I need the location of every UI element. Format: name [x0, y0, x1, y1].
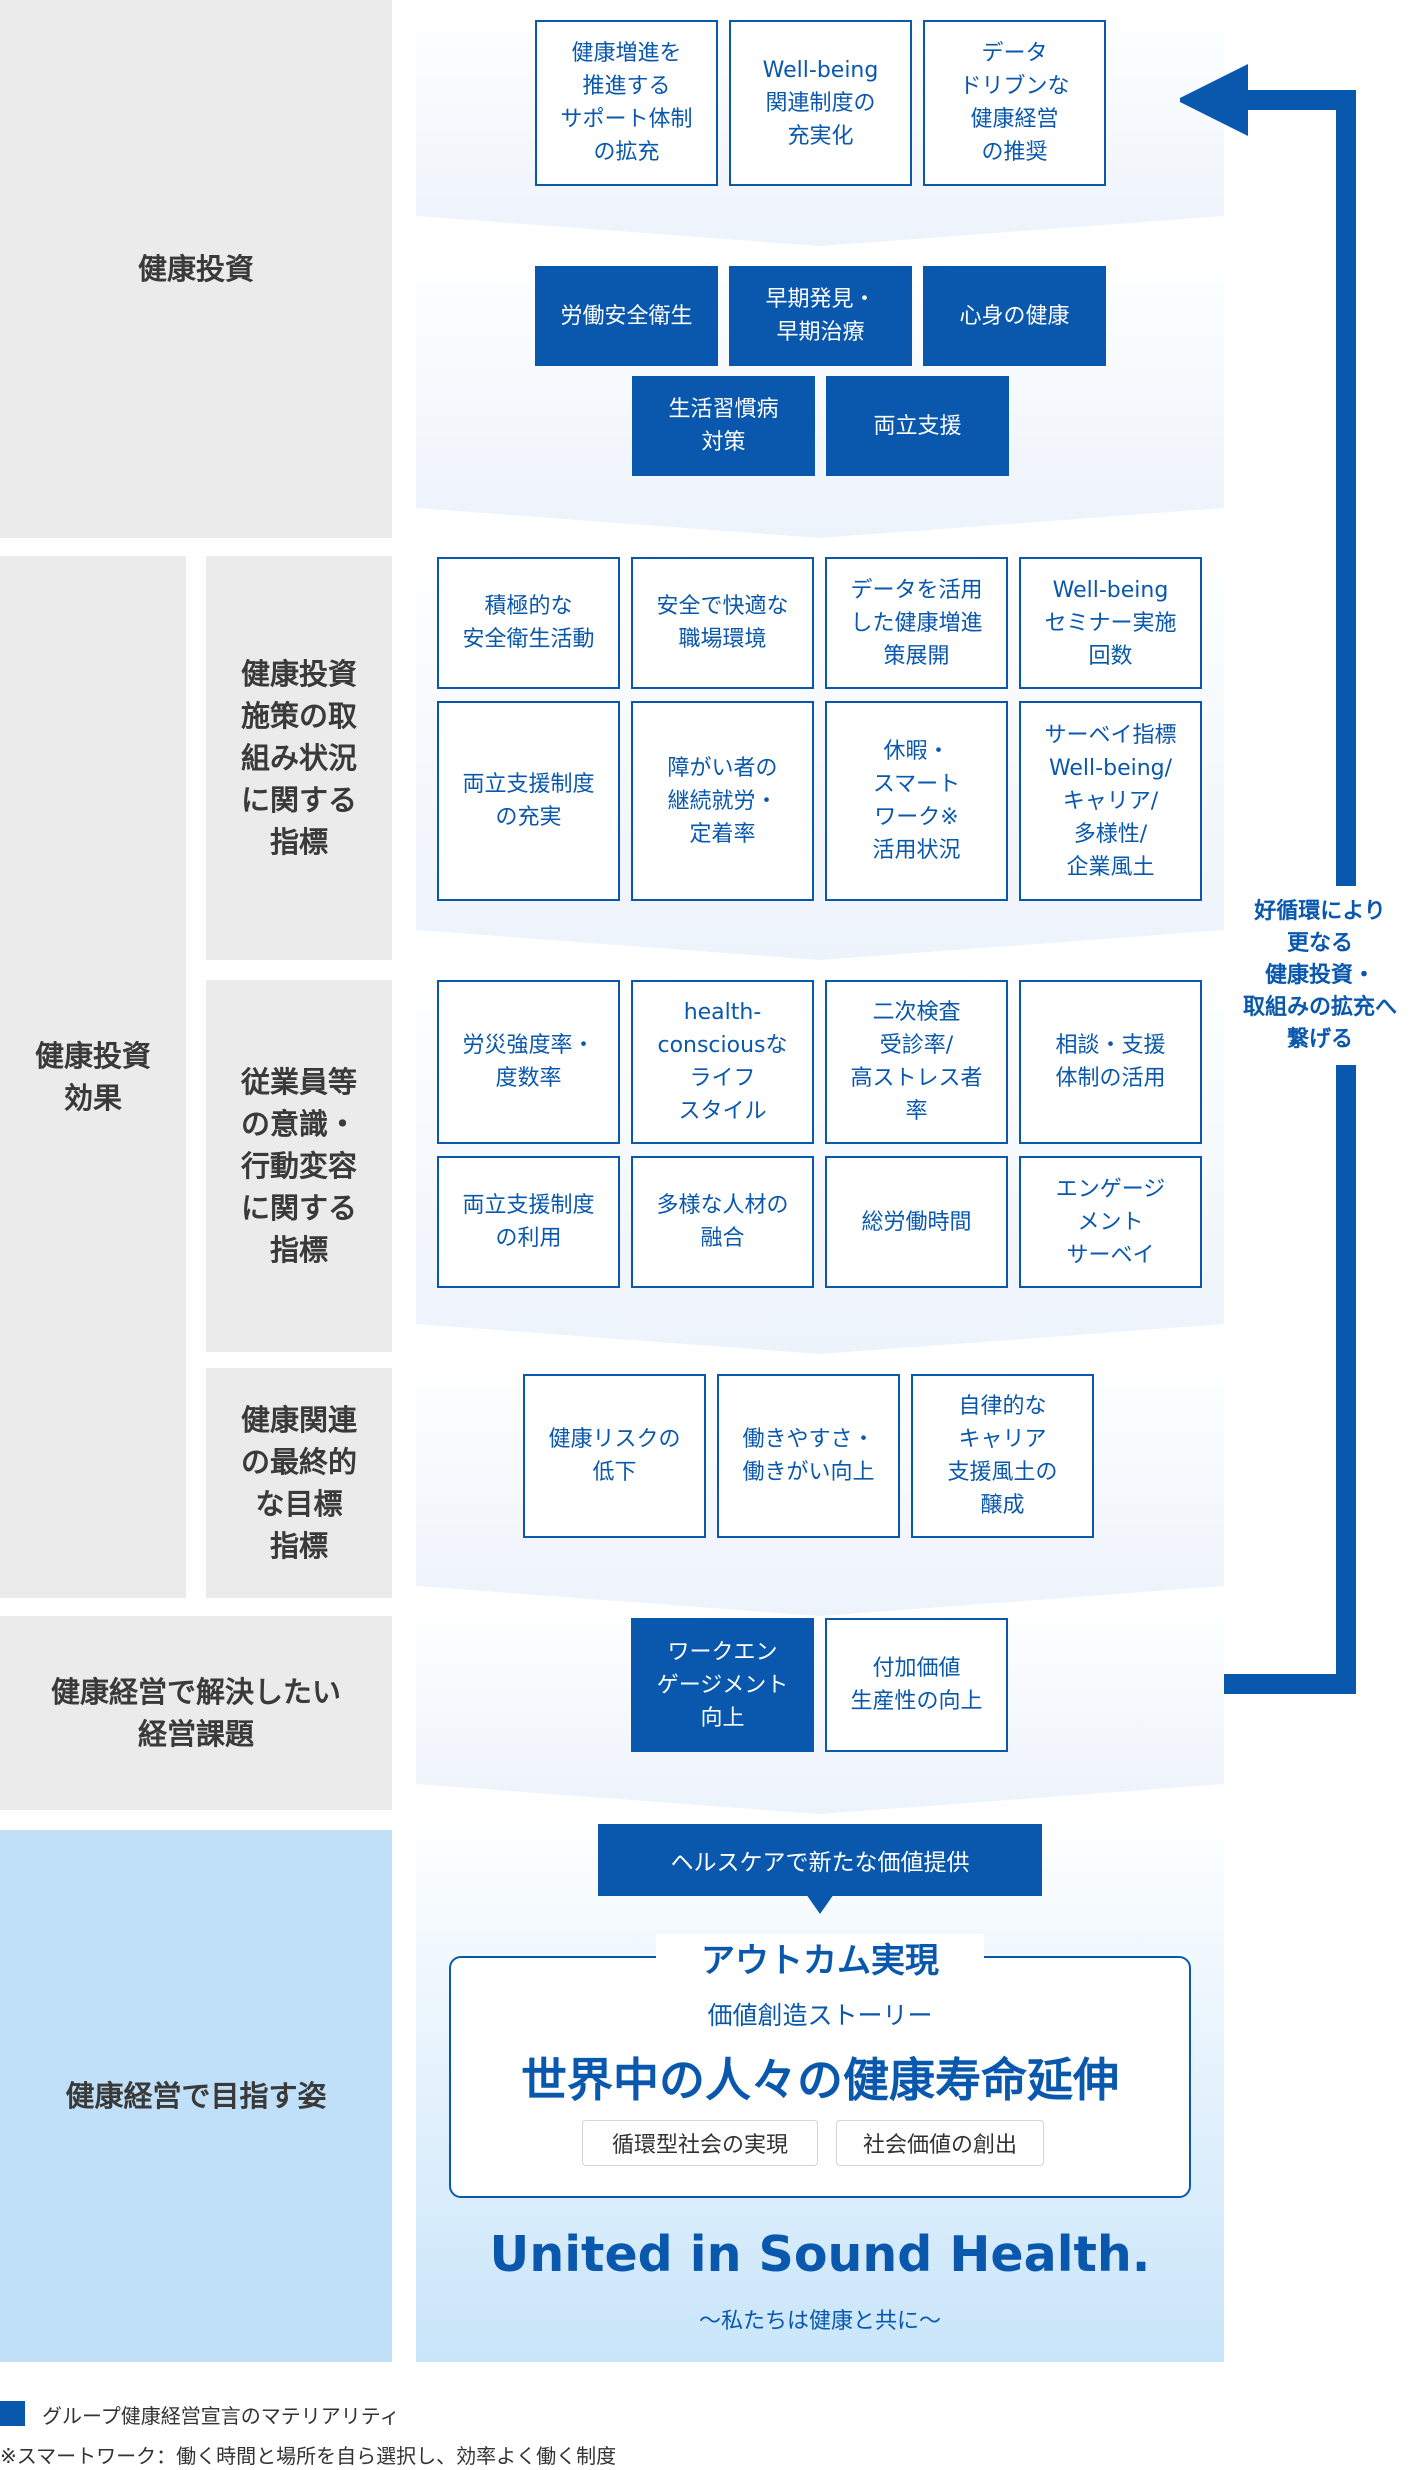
- label-effect-text: 健康投資 効果: [34, 1038, 151, 1115]
- label-effect-initiatives-text: 健康投資 施策の取 組み状況 に関する 指標: [240, 656, 357, 860]
- box-final-2: 働きやすさ・ 働きがい向上: [717, 1374, 900, 1538]
- panel-issues: [416, 1596, 1224, 1814]
- box-awareness-3: 二次検査 受診率/ 高ストレス者 率: [825, 980, 1008, 1144]
- label-effect-final-text: 健康関連 の最終的 な目標 指標: [240, 1402, 357, 1564]
- box-awareness-4: 相談・支援 体制の活用: [1019, 980, 1202, 1144]
- box-initiative-2: 安全で快適な 職場環境: [631, 557, 814, 689]
- box-awareness-8: エンゲージ メント サーベイ: [1019, 1156, 1202, 1288]
- value-story-label: 価値創造ストーリー: [707, 2001, 933, 2030]
- box-support-system: 健康増進を 推進する サポート体制 の拡充: [535, 20, 718, 186]
- tag-social-value: 社会価値の創出: [836, 2120, 1044, 2166]
- box-wellbeing-system: Well-being 関連制度の 充実化: [729, 20, 912, 186]
- legend-swatch: [0, 2401, 25, 2426]
- label-investment: 健康投資: [0, 0, 392, 538]
- label-effect-initiatives: 健康投資 施策の取 組み状況 に関する 指標: [206, 556, 392, 960]
- box-final-3: 自律的な キャリア 支援風土の 醸成: [911, 1374, 1094, 1538]
- box-lifestyle-disease: 生活習慣病 対策: [632, 376, 815, 476]
- box-awareness-7: 総労働時間: [825, 1156, 1008, 1288]
- box-final-1: 健康リスクの 低下: [523, 1374, 706, 1538]
- outcome-heading: アウトカム実現: [656, 1934, 984, 1981]
- label-issues-text: 健康経営で解決したい 経営課題: [50, 1674, 341, 1751]
- cycle-arrow: [1180, 64, 1356, 1694]
- cycle-text: 好循環により 更なる 健康投資・ 取組みの拡充へ 繋げる: [1240, 886, 1400, 1066]
- box-initiative-1: 積極的な 安全衛生活動: [437, 557, 620, 689]
- box-work-balance-support: 両立支援: [826, 376, 1009, 476]
- box-value-productivity: 付加価値 生産性の向上: [825, 1618, 1008, 1752]
- box-initiative-7: 休暇・ スマート ワーク※ 活用状況: [825, 701, 1008, 901]
- tag-circular-society: 循環型社会の実現: [582, 2120, 818, 2166]
- box-initiative-8: サーベイ指標 Well-being/ キャリア/ 多様性/ 企業風土: [1019, 701, 1202, 901]
- box-awareness-2: health- consciousな ライフ スタイル: [631, 980, 814, 1144]
- label-goal-text: 健康経営で目指す姿: [65, 2078, 327, 2113]
- box-awareness-1: 労災強度率・ 度数率: [437, 980, 620, 1144]
- slogan: United in Sound Health.: [489, 2226, 1151, 2283]
- box-data-driven: データ ドリブンな 健康経営 の推奨: [923, 20, 1106, 186]
- label-effect: 健康投資 効果: [0, 556, 186, 1598]
- box-initiative-3: データを活用 した健康増進 策展開: [825, 557, 1008, 689]
- headline-healthy-life: 世界中の人々の健康寿命延伸: [521, 2053, 1119, 2107]
- goal-banner-pointer: [806, 1894, 834, 1914]
- box-initiative-5: 両立支援制度 の充実: [437, 701, 620, 901]
- outcome-box: [449, 1956, 1191, 2198]
- box-mental-physical-health: 心身の健康: [923, 266, 1106, 366]
- goal-banner: ヘルスケアで新たな価値提供: [598, 1824, 1042, 1896]
- cycle-arrow-head: [1180, 64, 1248, 136]
- legend-text: グループ健康経営宣言のマテリアリティ: [42, 2404, 400, 2428]
- label-effect-awareness-text: 従業員等 の意識・ 行動変容 に関する 指標: [240, 1064, 357, 1268]
- box-early-detection: 早期発見・ 早期治療: [729, 266, 912, 366]
- label-effect-final: 健康関連 の最終的 な目標 指標: [206, 1368, 392, 1598]
- slogan-sub: 〜私たちは健康と共に〜: [698, 2309, 941, 2334]
- box-awareness-5: 両立支援制度 の利用: [437, 1156, 620, 1288]
- label-effect-awareness: 従業員等 の意識・ 行動変容 に関する 指標: [206, 980, 392, 1352]
- box-initiative-4: Well-being セミナー実施 回数: [1019, 557, 1202, 689]
- box-initiative-6: 障がい者の 継続就労・ 定着率: [631, 701, 814, 901]
- box-awareness-6: 多様な人材の 融合: [631, 1156, 814, 1288]
- label-issues: 健康経営で解決したい 経営課題: [0, 1616, 392, 1810]
- box-occupational-safety: 労働安全衛生: [535, 266, 718, 366]
- label-goal: 健康経営で目指す姿: [0, 1830, 392, 2362]
- footnote: ※スマートワーク：働く時間と場所を自ら選択し、効率よく働く制度: [0, 2444, 617, 2468]
- label-investment-text: 健康投資: [137, 251, 254, 286]
- box-work-engagement: ワークエン ゲージメント 向上: [631, 1618, 814, 1752]
